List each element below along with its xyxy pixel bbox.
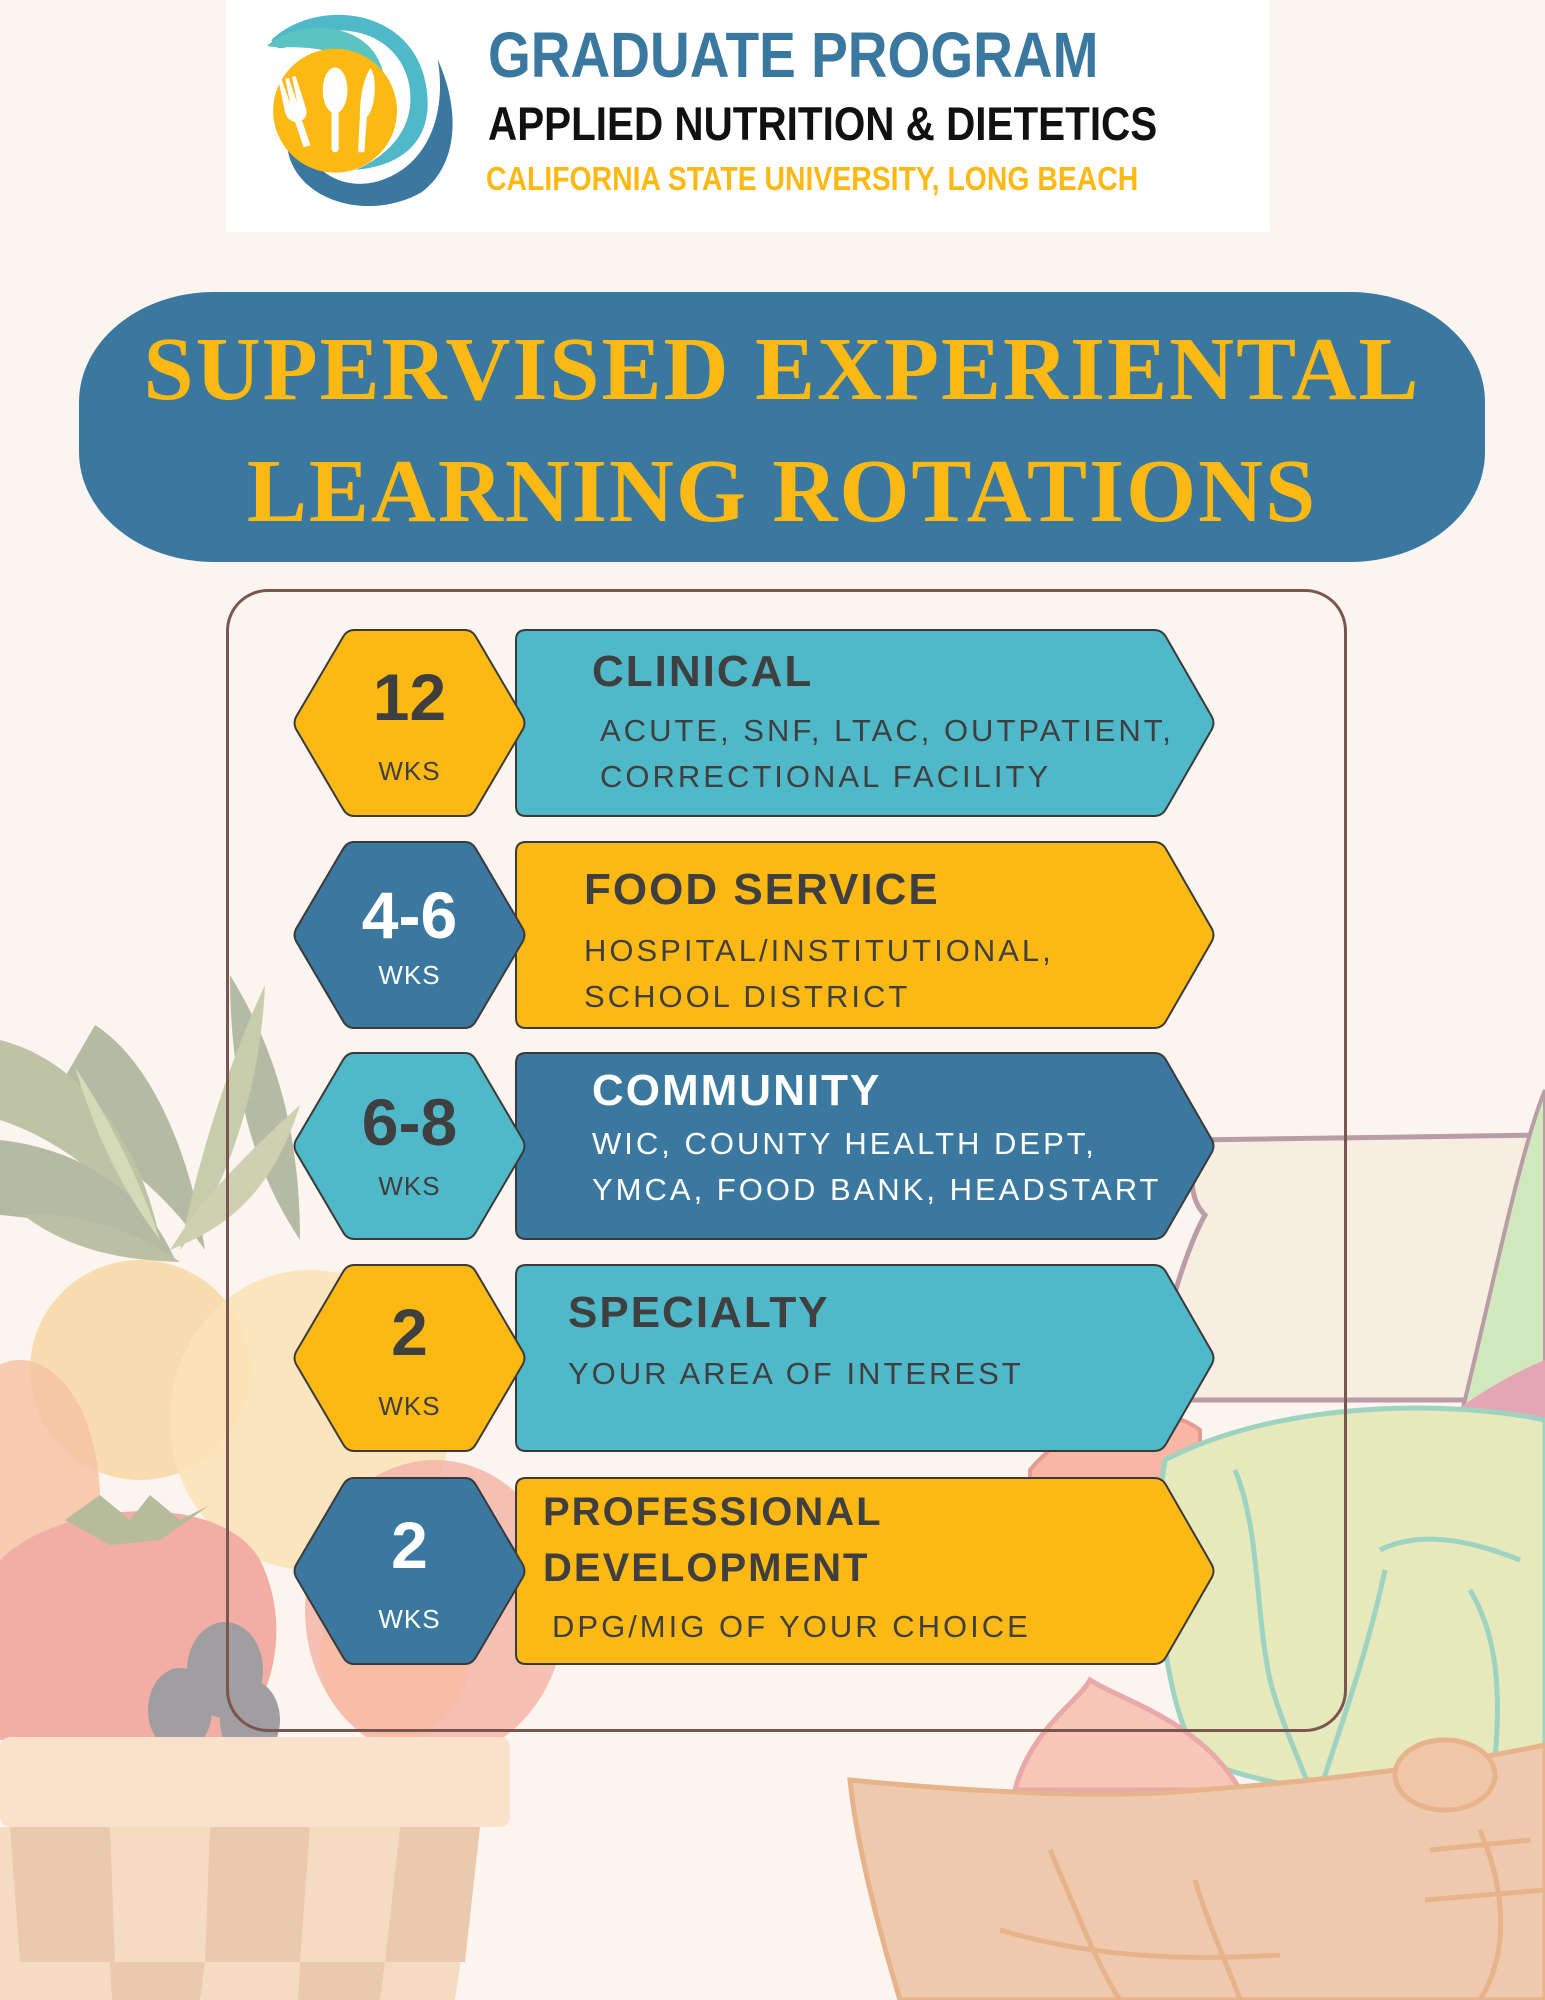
university-heading: CALIFORNIA STATE UNIVERSITY, LONG BEACH xyxy=(486,160,1139,197)
arrow-shape xyxy=(515,1477,1215,1665)
rotation-detail: DPG/MIG OF YOUR CHOICE xyxy=(552,1609,1031,1644)
rotation-title: DEVELOPMENT xyxy=(543,1546,870,1590)
rotation-detail: WIC, COUNTY HEALTH DEPT, xyxy=(592,1126,1097,1161)
department-heading: APPLIED NUTRITION & DIETETICS xyxy=(488,97,1158,150)
rotation-detail: HOSPITAL/INSTITUTIONAL, xyxy=(584,933,1054,968)
rotations-panel xyxy=(226,589,1347,1732)
plate-fork-spoon-knife-logo-icon xyxy=(266,14,453,206)
duration-unit: WKS xyxy=(378,1604,441,1634)
duration-value: 4-6 xyxy=(361,878,458,952)
rotation-title: CLINICAL xyxy=(592,647,814,696)
rotation-detail: CORRECTIONAL FACILITY xyxy=(600,759,1052,794)
rotation-row: COMMUNITY WIC, COUNTY HEALTH DEPT, YMCA, F… xyxy=(292,1051,1217,1241)
rotation-banner: FOOD SERVICE HOSPITAL/INSTITUTIONAL, SCHOO… xyxy=(514,840,1217,1030)
pineapple-icon xyxy=(0,975,300,1480)
duration-unit: WKS xyxy=(378,756,441,786)
basket-icon xyxy=(0,1737,510,2000)
duration-value: 2 xyxy=(391,1295,428,1369)
rotation-detail: YMCA, FOOD BANK, HEADSTART xyxy=(592,1172,1162,1207)
arrow-shape xyxy=(515,1264,1215,1452)
rotation-row: FOOD SERVICE HOSPITAL/INSTITUTIONAL, SCHOO… xyxy=(292,840,1217,1030)
program-heading: GRADUATE PROGRAM xyxy=(488,19,1099,91)
title-banner xyxy=(79,292,1485,562)
arrow-shape xyxy=(515,1052,1215,1240)
duration-value: 2 xyxy=(391,1508,428,1582)
arrow-shape xyxy=(515,841,1215,1029)
rotation-banner: CLINICAL ACUTE, SNF, LTAC, OUTPATIENT, COR… xyxy=(514,628,1217,818)
duration-unit: WKS xyxy=(378,960,441,990)
rotation-title: SPECIALTY xyxy=(568,1288,830,1337)
rotation-detail: SCHOOL DISTRICT xyxy=(584,979,911,1014)
rotation-title: PROFESSIONAL xyxy=(543,1490,883,1534)
rotation-detail: ACUTE, SNF, LTAC, OUTPATIENT, xyxy=(600,713,1174,748)
duration-value: 6-8 xyxy=(361,1085,458,1159)
page-title-line-1: SUPERVISED EXPERIENTAL xyxy=(143,320,1421,419)
onion-icon xyxy=(1011,1676,1245,1793)
rotation-row: PROFESSIONAL DEVELOPMENT DPG/MIG OF YOUR C… xyxy=(292,1476,1217,1666)
hexagon-shape xyxy=(293,1052,526,1240)
hexagon-shape xyxy=(293,1264,526,1452)
rotation-banner: PROFESSIONAL DEVELOPMENT DPG/MIG OF YOUR C… xyxy=(514,1476,1217,1666)
rotation-row: CLINICAL ACUTE, SNF, LTAC, OUTPATIENT, COR… xyxy=(292,628,1217,818)
duration-unit: WKS xyxy=(378,1171,441,1201)
rotation-detail: YOUR AREA OF INTEREST xyxy=(568,1356,1024,1391)
rotation-title: COMMUNITY xyxy=(592,1066,882,1115)
duration-value: 12 xyxy=(372,660,447,734)
rotation-banner: COMMUNITY WIC, COUNTY HEALTH DEPT, YMCA, F… xyxy=(514,1051,1217,1241)
hexagon-shape xyxy=(293,629,526,817)
hexagon-shape xyxy=(293,1477,526,1665)
rotation-title: FOOD SERVICE xyxy=(584,865,940,914)
rotation-banner: SPECIALTY YOUR AREA OF INTEREST xyxy=(514,1263,1217,1453)
duration-unit: WKS xyxy=(378,1391,441,1421)
hexagon-shape xyxy=(293,841,526,1029)
arrow-shape xyxy=(515,629,1215,817)
page-title-line-2: LEARNING ROTATIONS xyxy=(246,442,1318,541)
